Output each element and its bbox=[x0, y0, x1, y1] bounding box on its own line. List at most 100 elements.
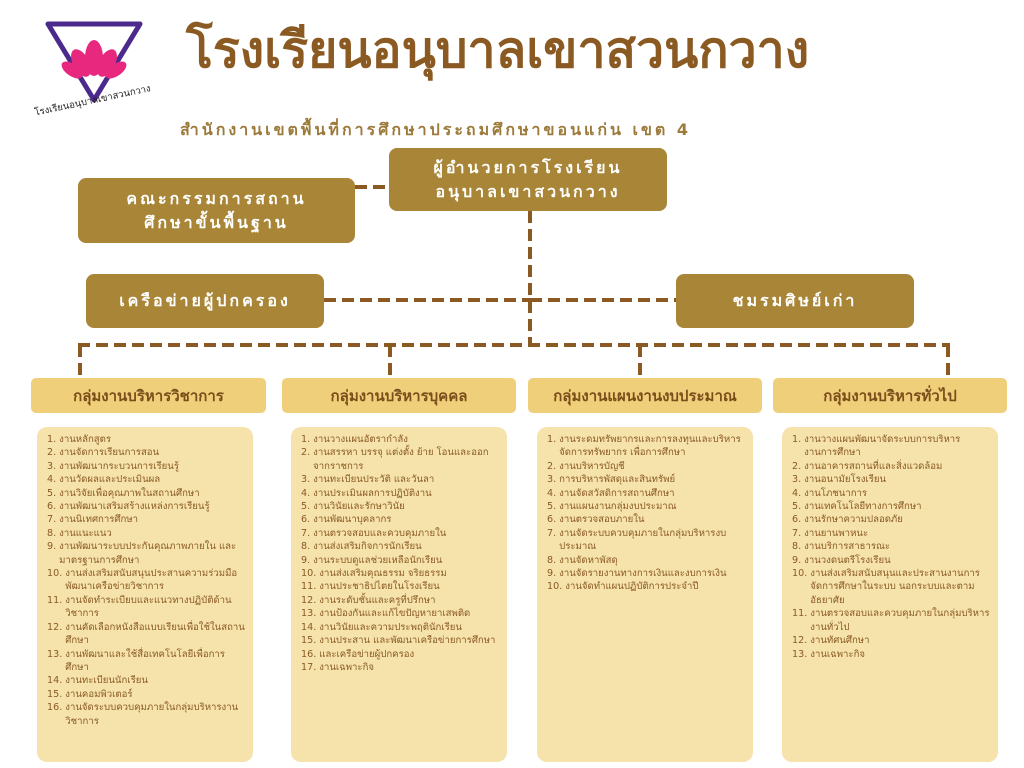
task-text: งานส่งเสริมสนับสนุนประสานความร่วมมือพัฒน… bbox=[65, 568, 238, 593]
task-number: 8. bbox=[792, 541, 802, 553]
task-text: การบริหารพัสดุและสินทรัพย์ bbox=[559, 474, 676, 486]
task-item: 6.งานตรวจสอบภายใน bbox=[547, 513, 747, 526]
task-item: 13.งานเฉพาะกิจ bbox=[792, 648, 992, 661]
committee-box: คณะกรรมการสถาน ศึกษาขั้นพื้นฐาน bbox=[78, 178, 355, 243]
task-number: 6. bbox=[47, 501, 57, 513]
task-text: งานพัฒนาเสริมสร้างแหล่งการเรียนรู้ bbox=[59, 501, 210, 513]
task-text: งานบริหารบัญชี bbox=[559, 460, 625, 472]
task-item: 9.งานวงดนตรีโรงเรียน bbox=[792, 554, 992, 567]
task-text: งานนิเทศการศึกษา bbox=[59, 514, 138, 526]
task-number: 10. bbox=[547, 581, 563, 593]
task-item: 2.งานสรรหา บรรจุ แต่งตั้ง ย้าย โอนและออก… bbox=[301, 446, 501, 473]
task-text: งานจัดระบบควบคุมภายในกลุ่มบริหารงานวิชาก… bbox=[65, 702, 239, 727]
task-item: 2.งานจัดการเรียนการสอน bbox=[47, 446, 247, 459]
task-item: 9.งานจัดรายงานทางการเงินและงบการเงิน bbox=[547, 567, 747, 580]
task-text: งานตรวจสอบภายใน bbox=[559, 514, 645, 526]
task-number: 6. bbox=[792, 514, 802, 526]
task-text: งานจัดระบบควบคุมภายในกลุ่มบริหารงบประมาณ bbox=[559, 527, 727, 553]
task-item: 6.งานพัฒนาบุคลากร bbox=[301, 513, 501, 526]
task-item: 1.งานระดมทรัพยากรและการลงทุนและบริหาร จั… bbox=[547, 433, 747, 460]
task-text: งานส่งเสริมคุณธรรม จริยธรรม bbox=[319, 568, 447, 580]
area-office-subtitle: สำนักงานเขตพื้นที่การศึกษาประถมศึกษาขอนแ… bbox=[180, 120, 692, 139]
task-item: 1.งานวางแผนอัตรากำลัง bbox=[301, 433, 501, 446]
task-text: งานทะเบียนนักเรียน bbox=[65, 675, 148, 687]
task-text: งานรักษาความปลอดภัย bbox=[804, 514, 903, 526]
task-text: งานจัดหาพัสดุ bbox=[559, 554, 618, 566]
task-number: 11. bbox=[301, 581, 317, 593]
task-number: 3. bbox=[301, 474, 311, 486]
task-number: 14. bbox=[47, 675, 63, 687]
task-item: 5.งานวิจัยเพื่อคุณภาพในสถานศึกษา bbox=[47, 487, 247, 500]
task-number: 11. bbox=[792, 608, 808, 620]
task-item: 12.งานระดับชั้นและครูที่ปรึกษา bbox=[301, 594, 501, 607]
task-number: 15. bbox=[301, 635, 317, 647]
task-number: 2. bbox=[547, 460, 557, 472]
task-text: งานวัดผลและประเมินผล bbox=[59, 474, 161, 486]
director-line-1: ผู้อำนวยการโรงเรียน bbox=[433, 157, 623, 177]
task-text: งานประชาธิปไตยในโรงเรียน bbox=[319, 581, 440, 593]
task-text: งานพัฒนาระบบประกันคุณภาพภายใน และมาตรฐาน… bbox=[59, 541, 237, 566]
task-text: งานวินัยและรักษาวินัย bbox=[313, 501, 405, 513]
task-item: 2.งานบริหารบัญชี bbox=[547, 460, 747, 473]
task-item: 4.งานประเมินผลการปฏิบัติงาน bbox=[301, 487, 501, 500]
task-item: 3.งานทะเบียนประวัติ และวันลา bbox=[301, 473, 501, 486]
task-item: 12.งานทัศนศึกษา bbox=[792, 634, 992, 647]
task-text: งานป้องกันและแก้ไขปัญหายาเสพติด bbox=[319, 608, 471, 620]
task-item: 17.งานเฉพาะกิจ bbox=[301, 661, 501, 674]
task-number: 8. bbox=[47, 527, 57, 539]
task-item: 1.งานวางแผนพัฒนาจัดระบบการบริหารงานการศึ… bbox=[792, 433, 992, 460]
task-item: 10.งานจัดทำแผนปฏิบัติการประจำปี bbox=[547, 580, 747, 593]
task-number: 17. bbox=[301, 661, 317, 673]
task-text: งานแนะแนว bbox=[59, 527, 112, 539]
task-text: งานพัฒนากระบวนการเรียนรู้ bbox=[59, 460, 179, 472]
alumni-club-box: ชมรมศิษย์เก่า bbox=[676, 274, 914, 328]
task-text: และเครือข่ายผู้ปกครอง bbox=[319, 648, 415, 660]
task-list: 1.งานระดมทรัพยากรและการลงทุนและบริหาร จั… bbox=[547, 433, 747, 594]
task-number: 16. bbox=[301, 648, 317, 660]
task-number: 9. bbox=[547, 568, 557, 580]
task-text: งานจัดการเรียนการสอน bbox=[59, 447, 160, 459]
task-number: 13. bbox=[792, 648, 808, 660]
task-text: งานวงดนตรีโรงเรียน bbox=[804, 554, 891, 566]
task-text: งานทัศนศึกษา bbox=[810, 635, 870, 647]
task-number: 12. bbox=[792, 635, 808, 647]
task-text: งานจัดทำแผนปฏิบัติการประจำปี bbox=[565, 581, 699, 593]
task-item: 11.งานตรวจสอบและควบคุมภายในกลุ่มบริหารงา… bbox=[792, 607, 992, 634]
committee-line-2: ศึกษาขั้นพื้นฐาน bbox=[144, 212, 289, 232]
task-text: งานยานพาหนะ bbox=[804, 527, 869, 539]
task-text: งานคอมพิวเตอร์ bbox=[65, 688, 133, 700]
task-number: 5. bbox=[547, 501, 557, 513]
task-number: 3. bbox=[792, 474, 802, 486]
task-number: 4. bbox=[47, 474, 57, 486]
task-item: 11.งานประชาธิปไตยในโรงเรียน bbox=[301, 580, 501, 593]
task-item: 14.งานทะเบียนนักเรียน bbox=[47, 674, 247, 687]
task-number: 12. bbox=[301, 594, 317, 606]
task-item: 9.งานระบบดูแลช่วยเหลือนักเรียน bbox=[301, 554, 501, 567]
school-logo: โรงเรียนอนุบาลเขาสวนกวาง bbox=[30, 18, 160, 123]
task-number: 10. bbox=[47, 568, 63, 580]
task-text: งานวิจัยเพื่อคุณภาพในสถานศึกษา bbox=[59, 487, 200, 499]
department-task-box-4: 1.งานวางแผนพัฒนาจัดระบบการบริหารงานการศึ… bbox=[782, 427, 998, 762]
task-item: 5.งานเทคโนโลยีทางการศึกษา bbox=[792, 500, 992, 513]
task-text: งานโภชนาการ bbox=[804, 487, 868, 499]
director-line-2: อนุบาลเขาสวนกวาง bbox=[435, 181, 621, 201]
task-item: 13.งานป้องกันและแก้ไขปัญหายาเสพติด bbox=[301, 607, 501, 620]
parents-network-box: เครือข่ายผู้ปกครอง bbox=[86, 274, 324, 328]
task-number: 9. bbox=[301, 554, 311, 566]
task-number: 13. bbox=[47, 648, 63, 660]
task-item: 6.งานรักษาความปลอดภัย bbox=[792, 513, 992, 526]
task-item: 11.งานจัดทำระเบียบและแนวทางปฏิบัติด้านวิ… bbox=[47, 594, 247, 621]
task-text: งานคัดเลือกหนังสือแบบเรียนเพื่อใช้ในสถาน… bbox=[65, 621, 245, 647]
task-number: 7. bbox=[547, 527, 557, 539]
task-item: 8.งานส่งเสริมกิจการนักเรียน bbox=[301, 540, 501, 553]
task-number: 6. bbox=[301, 514, 311, 526]
task-text: งานวางแผนพัฒนาจัดระบบการบริหารงานการศึกษ… bbox=[804, 434, 961, 459]
task-text: งานพัฒนาบุคลากร bbox=[313, 514, 392, 526]
task-item: 3.งานพัฒนากระบวนการเรียนรู้ bbox=[47, 460, 247, 473]
task-number: 2. bbox=[792, 460, 802, 472]
task-text: งานจัดทำระเบียบและแนวทางปฏิบัติด้านวิชาก… bbox=[65, 594, 232, 620]
task-item: 7.งานตรวจสอบและควบคุมภายใน bbox=[301, 527, 501, 540]
task-text: งานวางแผนอัตรากำลัง bbox=[313, 434, 408, 445]
